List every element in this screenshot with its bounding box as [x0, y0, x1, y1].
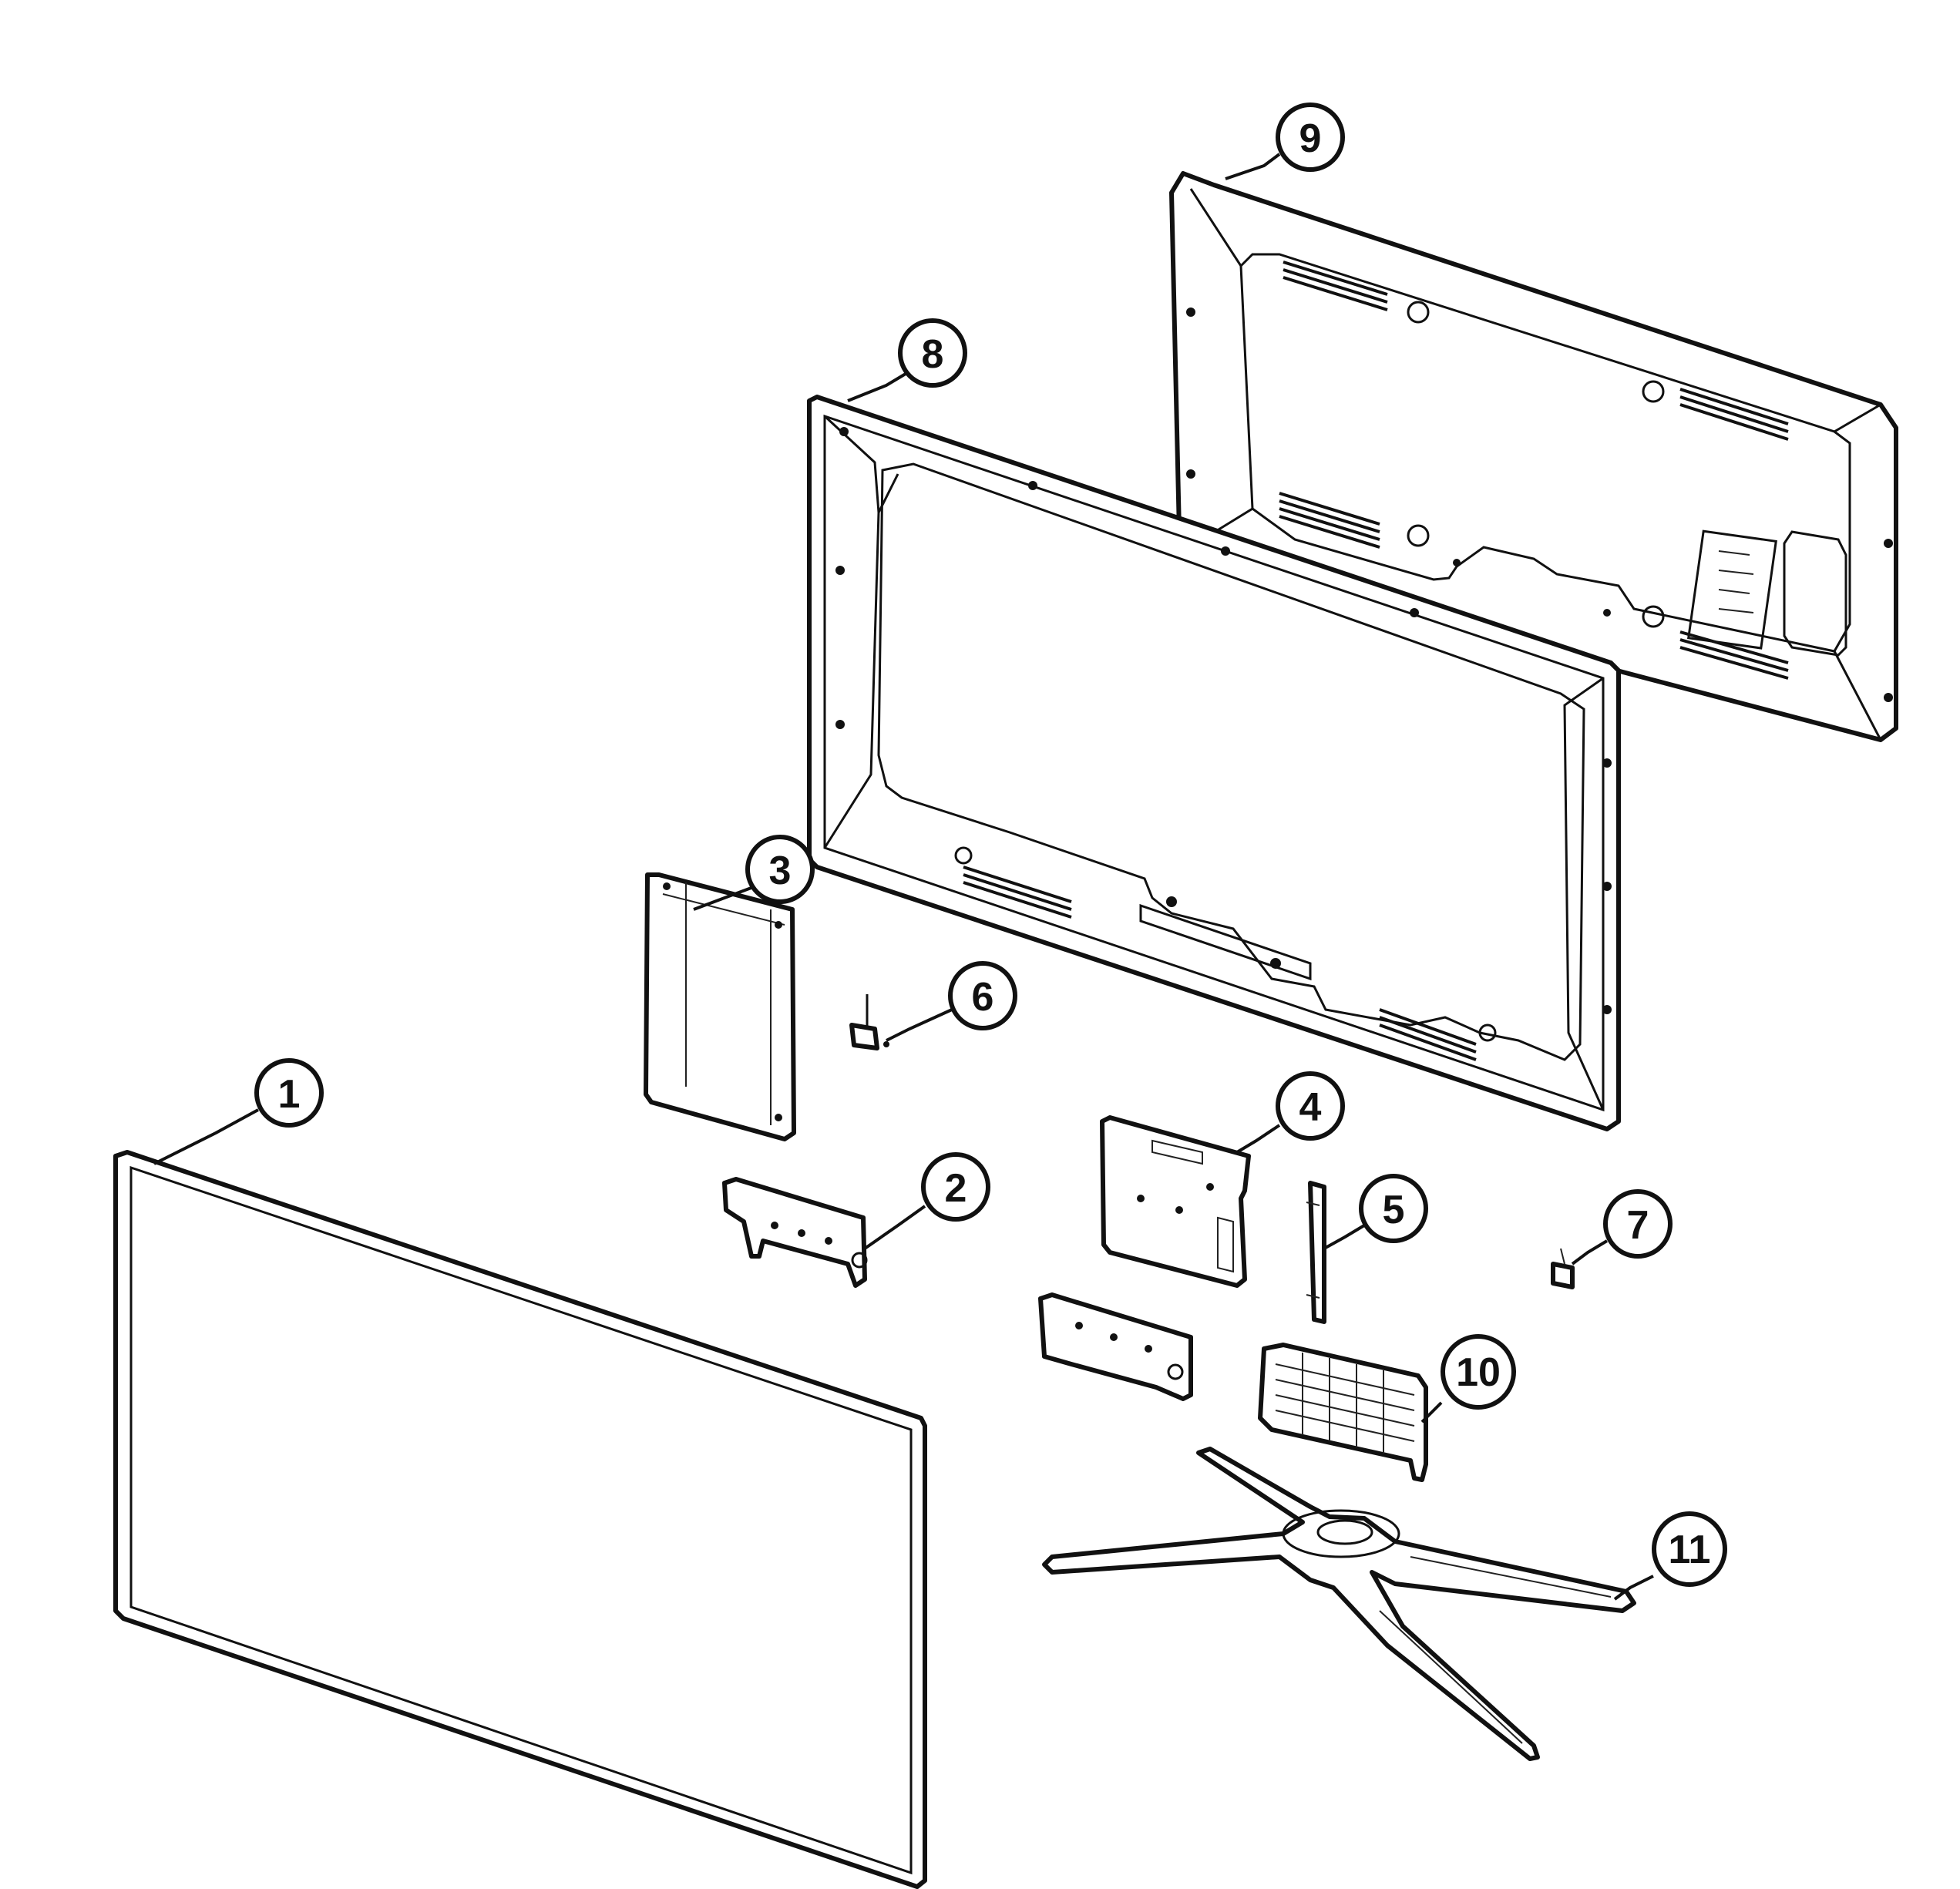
svg-text:11: 11	[1669, 1528, 1711, 1572]
svg-text:1: 1	[278, 1072, 301, 1117]
callout-6[interactable]: 6	[948, 961, 1017, 1030]
callout-8[interactable]: 8	[898, 318, 967, 388]
callout-7[interactable]: 7	[1603, 1189, 1673, 1259]
part-display-panel[interactable]	[113, 1150, 927, 1889]
svg-text:8: 8	[922, 332, 944, 377]
svg-text:5: 5	[1383, 1188, 1405, 1232]
callout-5[interactable]: 5	[1359, 1174, 1428, 1243]
svg-text:3: 3	[769, 849, 792, 893]
callout-1[interactable]: 1	[254, 1058, 324, 1128]
part-middle-frame[interactable]	[807, 395, 1621, 1131]
part-switch[interactable]	[849, 994, 889, 1050]
part-narrow-board[interactable]	[1306, 1181, 1326, 1324]
svg-text:4: 4	[1299, 1085, 1322, 1130]
callout-4[interactable]: 4	[1276, 1071, 1345, 1141]
callout-9[interactable]: 9	[1276, 103, 1345, 172]
frame-vents	[963, 866, 1477, 1061]
part-sensor[interactable]	[1551, 1248, 1575, 1289]
svg-text:7: 7	[1627, 1203, 1649, 1248]
svg-text:10: 10	[1456, 1350, 1501, 1395]
part-stand-neck[interactable]	[1258, 1343, 1428, 1482]
part-main-board[interactable]	[1100, 1115, 1251, 1288]
callout-2[interactable]: 2	[921, 1152, 990, 1222]
part-lower-bracket[interactable]	[1038, 1292, 1193, 1401]
part-power-board[interactable]	[644, 872, 796, 1141]
part-bracket-board[interactable]	[722, 1177, 868, 1288]
part-rear-cover[interactable]	[1169, 171, 1898, 742]
callout-11[interactable]: 11	[1652, 1511, 1727, 1587]
cage-grid	[1275, 1353, 1415, 1454]
svg-text:6: 6	[972, 975, 994, 1020]
svg-text:9: 9	[1299, 116, 1322, 161]
rear-vents	[1279, 260, 1789, 680]
leader-lines	[153, 153, 1654, 1601]
part-stand-base[interactable]	[1042, 1447, 1636, 1761]
callout-3[interactable]: 3	[745, 835, 815, 904]
callout-10[interactable]: 10	[1441, 1334, 1516, 1410]
svg-text:2: 2	[945, 1166, 967, 1211]
